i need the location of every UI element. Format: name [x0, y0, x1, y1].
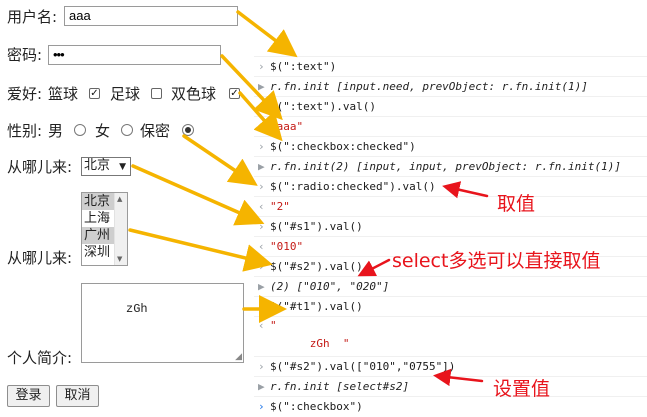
return-chevron-icon: ‹	[258, 319, 265, 332]
gender-male-label: 男	[48, 122, 64, 140]
hobby-football-checkbox[interactable]	[151, 88, 162, 99]
gender-female-label: 女	[95, 122, 111, 140]
intro-textarea-value: zGh	[126, 302, 148, 316]
arrow-username	[236, 10, 298, 58]
password-input[interactable]: •••	[48, 45, 221, 65]
from-multi-select[interactable]: 北京 上海 广州 深圳 ▲ ▼	[81, 192, 128, 266]
gender-female-radio[interactable]	[121, 124, 133, 136]
listbox-option[interactable]: 深圳	[84, 245, 111, 260]
expand-triangle-icon[interactable]: ▶	[258, 80, 265, 93]
console-input-line[interactable]: ›$(":checkbox")	[254, 396, 647, 417]
return-chevron-icon: ‹	[258, 240, 265, 253]
hobby-lottery-label: 双色球	[171, 85, 217, 103]
from-select-label: 从哪儿来:	[7, 158, 73, 176]
prompt-chevron-icon: ›	[258, 300, 265, 313]
intro-textarea[interactable]: zGh ◢	[81, 283, 244, 363]
expand-triangle-icon[interactable]: ▶	[258, 380, 265, 393]
gender-male-radio[interactable]	[74, 124, 86, 136]
username-label: 用户名:	[7, 8, 58, 26]
hobby-basketball-checkbox[interactable]: ✓	[89, 88, 100, 99]
expand-triangle-icon[interactable]: ▶	[258, 280, 265, 293]
prompt-chevron-icon: ›	[258, 140, 265, 153]
intro-label: 个人简介:	[7, 349, 73, 367]
login-button[interactable]: 登录	[7, 385, 50, 407]
console-output-line[interactable]: ▶r.fn.init [input.need, prevObject: r.fn…	[254, 76, 647, 97]
prompt-chevron-icon: ›	[258, 260, 265, 273]
hobby-label: 爱好:	[7, 85, 43, 103]
console-input-line[interactable]: ›$(":radio:checked").val()	[254, 176, 647, 197]
arrow-select-single	[131, 164, 265, 226]
arrow-radio	[182, 134, 258, 186]
devtools-console: ›$(":text") ▶r.fn.init [input.need, prev…	[254, 56, 647, 415]
hobby-basketball-label: 篮球	[48, 85, 79, 103]
from-multi-select-label: 从哪儿来:	[7, 249, 73, 267]
console-output-line: ‹"aaa"	[254, 116, 647, 137]
console-input-line[interactable]: ›$(":text").val()	[254, 96, 647, 117]
console-output-line[interactable]: ▶r.fn.init(2) [input, input, prevObject:…	[254, 156, 647, 177]
return-chevron-icon: ‹	[258, 120, 265, 133]
gender-secret-label: 保密	[140, 122, 171, 140]
gender-secret-radio[interactable]	[182, 124, 194, 136]
expand-triangle-icon[interactable]: ▶	[258, 160, 265, 173]
console-output-line[interactable]: ▶r.fn.init [select#s2]	[254, 376, 647, 397]
resize-grip-icon[interactable]: ◢	[235, 352, 242, 362]
console-input-line[interactable]: ›$("#s2").val(["010","0755"])	[254, 356, 647, 377]
from-single-select-value: 北京	[84, 158, 111, 173]
return-chevron-icon: ‹	[258, 200, 265, 213]
prompt-chevron-icon: ›	[258, 60, 265, 73]
console-input-line[interactable]: ›$(":text")	[254, 56, 647, 77]
username-input[interactable]: aaa	[64, 6, 238, 26]
annotation-set-value: 设置值	[493, 378, 551, 400]
chevron-down-icon: ▼	[119, 162, 126, 172]
prompt-chevron-icon: ›	[258, 100, 265, 113]
annotation-get-value: 取值	[497, 193, 536, 215]
scroll-down-icon[interactable]: ▼	[117, 255, 123, 263]
gender-label: 性别:	[7, 122, 43, 140]
console-output-line[interactable]: ▶(2) ["010", "020"]	[254, 276, 647, 297]
console-input-line[interactable]: ›$("#t1").val()	[254, 296, 647, 317]
hobby-football-label: 足球	[110, 85, 141, 103]
console-output-line: ‹" zGh "	[254, 316, 647, 357]
console-input-line[interactable]: ›$("#s1").val()	[254, 216, 647, 237]
prompt-chevron-icon: ›	[258, 360, 265, 373]
prompt-chevron-icon: ›	[258, 220, 265, 233]
arrow-select-multi	[128, 228, 273, 272]
hobby-lottery-checkbox[interactable]: ✓	[229, 88, 240, 99]
prompt-chevron-icon: ›	[258, 180, 265, 193]
from-single-select[interactable]: 北京 ▼	[81, 157, 131, 176]
password-label: 密码:	[7, 46, 43, 64]
listbox-scrollbar[interactable]: ▲ ▼	[114, 193, 127, 265]
listbox-option[interactable]: 上海	[84, 211, 111, 226]
annotation-select-multi: select多选可以直接取值	[392, 250, 601, 272]
console-input-line[interactable]: ›$(":checkbox:checked")	[254, 136, 647, 157]
cancel-button[interactable]: 取消	[56, 385, 99, 407]
scroll-up-icon[interactable]: ▲	[117, 195, 123, 203]
console-output-line: ‹"2"	[254, 196, 647, 217]
prompt-chevron-icon: ›	[258, 400, 265, 413]
